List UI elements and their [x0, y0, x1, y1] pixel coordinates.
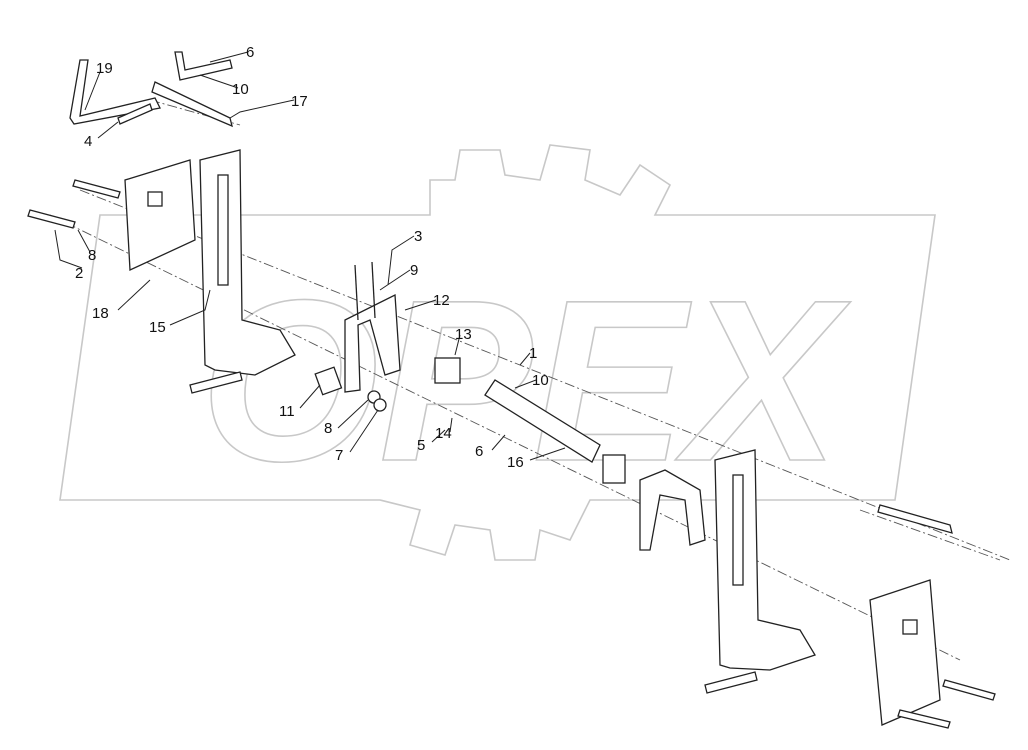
callout-6b: 6	[475, 443, 483, 460]
right-bracket-small	[877, 504, 953, 534]
callout-16: 16	[507, 454, 524, 471]
callout-14: 14	[435, 425, 452, 442]
plate-18	[124, 159, 196, 271]
bracket-19	[69, 59, 161, 125]
callout-8: 8	[88, 247, 96, 264]
bracket-12	[344, 261, 461, 393]
callout-9: 9	[410, 262, 418, 279]
callout-7: 7	[335, 447, 343, 464]
callout-17: 17	[291, 93, 308, 110]
callout-19: 19	[96, 60, 113, 77]
callouts: 19 6 10 17 4 8 2 18 15 3 9 12 13 1 10 11…	[54, 44, 566, 471]
callout-6: 6	[246, 44, 254, 61]
bolt-4	[117, 103, 153, 125]
bolt-upper	[72, 179, 121, 199]
right-post	[704, 449, 816, 694]
callout-5: 5	[417, 437, 425, 454]
callout-10b: 10	[532, 372, 549, 389]
callout-2: 2	[75, 265, 83, 282]
bolt-2	[27, 209, 76, 229]
callout-18: 18	[92, 305, 109, 322]
callout-12: 12	[433, 292, 450, 309]
callout-3: 3	[414, 228, 422, 245]
right-plate	[869, 579, 996, 729]
callout-8b: 8	[324, 420, 332, 437]
callout-13: 13	[455, 326, 472, 343]
bracket-17	[151, 51, 233, 128]
post-15	[189, 149, 296, 394]
bushing-11	[314, 366, 343, 396]
callout-1: 1	[529, 345, 537, 362]
shaft-16	[484, 379, 601, 463]
callout-11: 11	[279, 403, 295, 420]
right-bracket	[602, 454, 706, 551]
callout-15: 15	[149, 319, 166, 336]
callout-10: 10	[232, 81, 249, 98]
callout-4: 4	[84, 133, 92, 150]
washers-7-8	[367, 390, 387, 412]
